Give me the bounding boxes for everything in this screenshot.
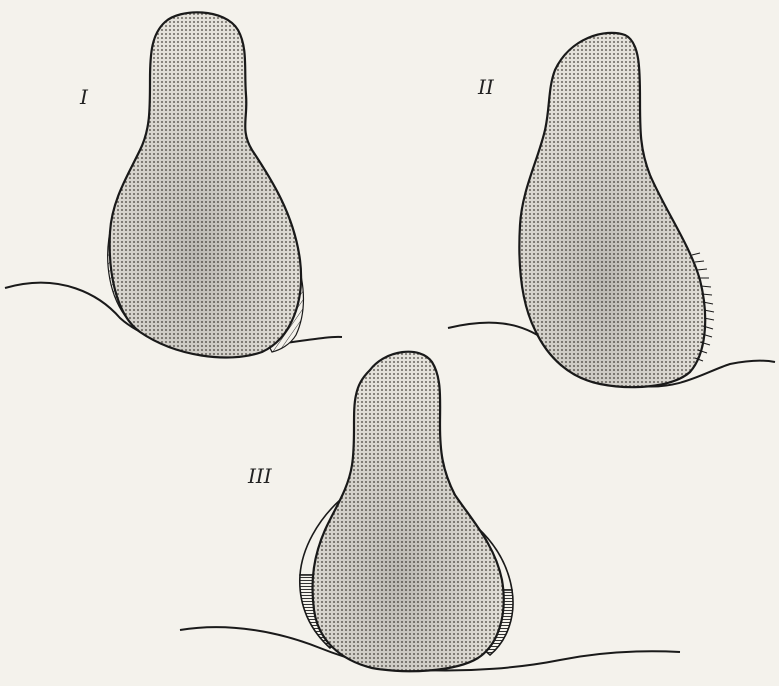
panel-ii-label: II	[477, 75, 495, 99]
panel-i-label: I	[79, 85, 89, 109]
panel-iii-shading	[312, 352, 503, 671]
panel-iii-label: III	[247, 464, 273, 488]
panel-i-shading	[110, 12, 301, 357]
panel-iii: III	[180, 352, 680, 671]
panel-ii: II	[448, 33, 775, 387]
panel-ii-shading	[519, 33, 705, 387]
panel-i: I	[5, 12, 342, 357]
